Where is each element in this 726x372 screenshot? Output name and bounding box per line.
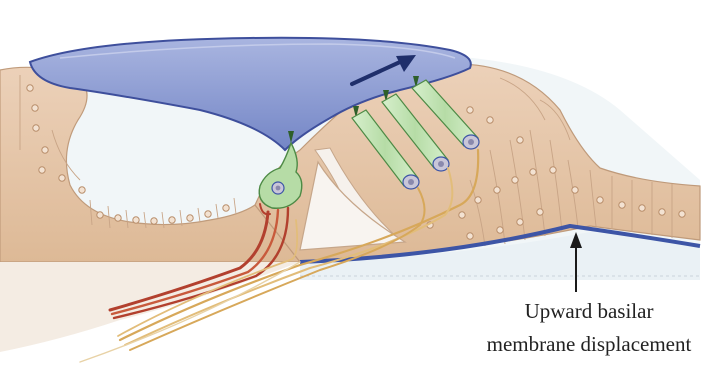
annotation-line-1: Upward basilar: [455, 299, 723, 324]
annotation-line-2: membrane displacement: [455, 332, 723, 357]
